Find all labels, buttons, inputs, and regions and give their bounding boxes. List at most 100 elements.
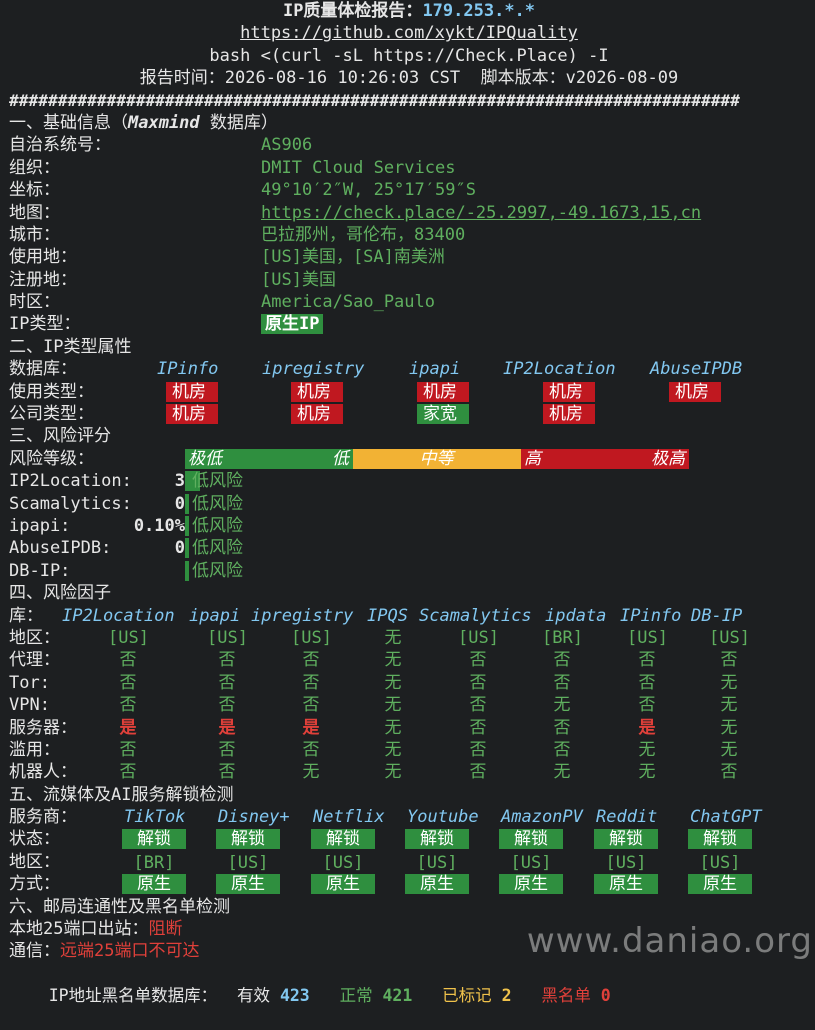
service-name: AmazonPV xyxy=(501,807,583,828)
db-name-ipinfo: IPinfo xyxy=(157,359,219,380)
factor-row-label: 滥用： xyxy=(9,739,60,760)
risk-score-label: DB-IP: xyxy=(9,560,71,581)
risk-score-desc: 低风险 xyxy=(192,560,243,581)
risk-level-segment: 中等 xyxy=(353,448,521,469)
ip-type-row: IP类型： 原生IP xyxy=(9,313,815,335)
unlock-method-badge: 原生 xyxy=(216,874,280,895)
basic-info-row: 自治系统号：AS906 xyxy=(9,134,815,156)
factor-cell: 否 xyxy=(119,739,137,760)
comm-status: 远端25端口不可达 xyxy=(60,941,200,962)
factor-row-label: 机器人： xyxy=(9,762,77,783)
watermark: www.daniao.org xyxy=(526,921,813,961)
unlock-status-badge: 解锁 xyxy=(499,829,563,850)
factor-column-header: ipdata xyxy=(545,605,607,626)
company-type-badge: 机房 xyxy=(543,404,595,425)
factor-cell: 否 xyxy=(553,717,571,738)
factor-cell: 无 xyxy=(720,717,738,738)
unlock-method-row: 方式： 原生原生原生原生原生原生原生 xyxy=(9,873,815,895)
factor-row: Tor:否否否无否否否无 xyxy=(9,672,815,694)
section-risk-heading: 三、风险评分 xyxy=(9,426,111,447)
risk-score-bar xyxy=(185,560,189,581)
unlock-region-value: [US] xyxy=(227,852,269,873)
factor-cell: [US] xyxy=(207,627,248,648)
risk-level-label: 高 xyxy=(524,448,541,469)
factor-cell: 无 xyxy=(384,627,402,648)
factor-cell: 无 xyxy=(384,650,402,671)
report-time: 2026-08-16 10:26:03 CST xyxy=(224,68,461,89)
risk-score-label: Scamalytics: xyxy=(9,493,132,514)
terminal-window: IP质量体检报告：179.253.*.* https://github.com/… xyxy=(9,1,815,1005)
map-link[interactable]: https://check.place/-25.2997,-49.1673,15… xyxy=(261,202,702,223)
db-name-ipapi: ipapi xyxy=(409,359,461,380)
risk-score-desc: 低风险 xyxy=(192,515,243,536)
basic-info-value: 49°10′2″W, 25°17′59″S xyxy=(261,180,476,201)
unlock-method-badge: 原生 xyxy=(122,874,186,895)
company-type-badge: 机房 xyxy=(166,404,218,425)
unlock-status-row: 状态： 解锁解锁解锁解锁解锁解锁解锁 xyxy=(9,828,815,850)
section-iptype-heading: 二、IP类型属性 xyxy=(9,336,132,357)
section-mail-heading: 六、邮局连通性及黑名单检测 xyxy=(9,896,230,917)
factor-cell: 是 xyxy=(119,717,137,738)
basic-info-row: 坐标：49°10′2″W, 25°17′59″S xyxy=(9,179,815,201)
risk-score-bar xyxy=(185,515,189,536)
factor-cell: 否 xyxy=(553,739,571,760)
factor-row: 地区：[US][US][US]无[US][BR][US][US] xyxy=(9,627,815,649)
factor-row: 服务器：是是是无否否是无 xyxy=(9,717,815,739)
risk-score-label: AbuseIPDB: xyxy=(9,538,112,559)
command-row: bash <(curl -sL https://Check.Place) -I xyxy=(9,45,815,67)
service-name: Youtube xyxy=(407,807,479,828)
factor-cell: 否 xyxy=(119,650,137,671)
risk-level-label: 中等 xyxy=(419,448,454,469)
risk-score-label: ipapi: xyxy=(9,515,71,536)
factor-cell: 否 xyxy=(469,762,487,783)
factor-column-header: Scamalytics xyxy=(419,605,532,626)
factor-cell: 否 xyxy=(218,650,236,671)
factor-row: 机器人：否否无无否无无否 xyxy=(9,761,815,783)
risk-score-desc: 低风险 xyxy=(192,538,243,559)
factor-cell: 否 xyxy=(469,739,487,760)
repo-url-link[interactable]: https://github.com/xykt/IPQuality xyxy=(240,23,578,44)
unlock-region-value: [US] xyxy=(510,852,552,873)
factor-cell: 否 xyxy=(218,672,236,693)
factor-cell: 是 xyxy=(638,717,656,738)
basic-info-row: 城市：巴拉那州，哥伦布，83400 xyxy=(9,224,815,246)
usage-type-row: 使用类型： 机房机房机房机房机房 xyxy=(9,381,815,403)
db-name-ip2location: IP2Location xyxy=(503,359,616,380)
risk-level-segment: 极低低 xyxy=(185,448,353,469)
unlock-status-badge: 解锁 xyxy=(594,829,658,850)
unlock-method-badge: 原生 xyxy=(688,874,752,895)
factor-cell: 无 xyxy=(720,739,738,760)
factor-cell: 无 xyxy=(638,762,656,783)
factor-cell: 否 xyxy=(469,717,487,738)
basic-info-label: 组织： xyxy=(9,157,60,178)
factor-row: 滥用：否否否无否否无无 xyxy=(9,739,815,761)
risk-level-label: 极低 xyxy=(188,448,222,469)
service-name: Disney+ xyxy=(218,807,290,828)
factor-row-label: VPN: xyxy=(9,695,50,716)
factor-cell: 否 xyxy=(638,695,656,716)
section-basic-heading: 一、基础信息（Maxmind 数据库） xyxy=(9,112,278,133)
risk-score-value: 0 xyxy=(174,538,185,559)
factor-cell: 无 xyxy=(720,672,738,693)
basic-info-label: 使用地： xyxy=(9,247,77,268)
factor-row-label: 地区： xyxy=(9,627,60,648)
company-type-badge: 家宽 xyxy=(417,404,469,425)
port25-row: 本地25端口出站：阻断 xyxy=(9,919,183,940)
factor-cell: 否 xyxy=(302,672,320,693)
unlock-status-badge: 解锁 xyxy=(688,829,752,850)
factor-row: VPN:否否否无否无否无 xyxy=(9,694,815,716)
usage-type-badge: 机房 xyxy=(417,381,469,402)
unlock-method-badge: 原生 xyxy=(405,874,469,895)
report-title: IP质量体检报告： xyxy=(282,1,423,21)
service-name: Reddit xyxy=(596,807,658,828)
factor-column-header: IPinfo xyxy=(620,605,682,626)
factor-cell: 否 xyxy=(720,650,738,671)
factor-row: 代理：否否否无否否否否 xyxy=(9,649,815,671)
basic-info-label: 地图： xyxy=(9,202,60,223)
factor-cell: [US] xyxy=(627,627,668,648)
factor-cell: 无 xyxy=(384,695,402,716)
company-type-badge: 机房 xyxy=(291,404,343,425)
